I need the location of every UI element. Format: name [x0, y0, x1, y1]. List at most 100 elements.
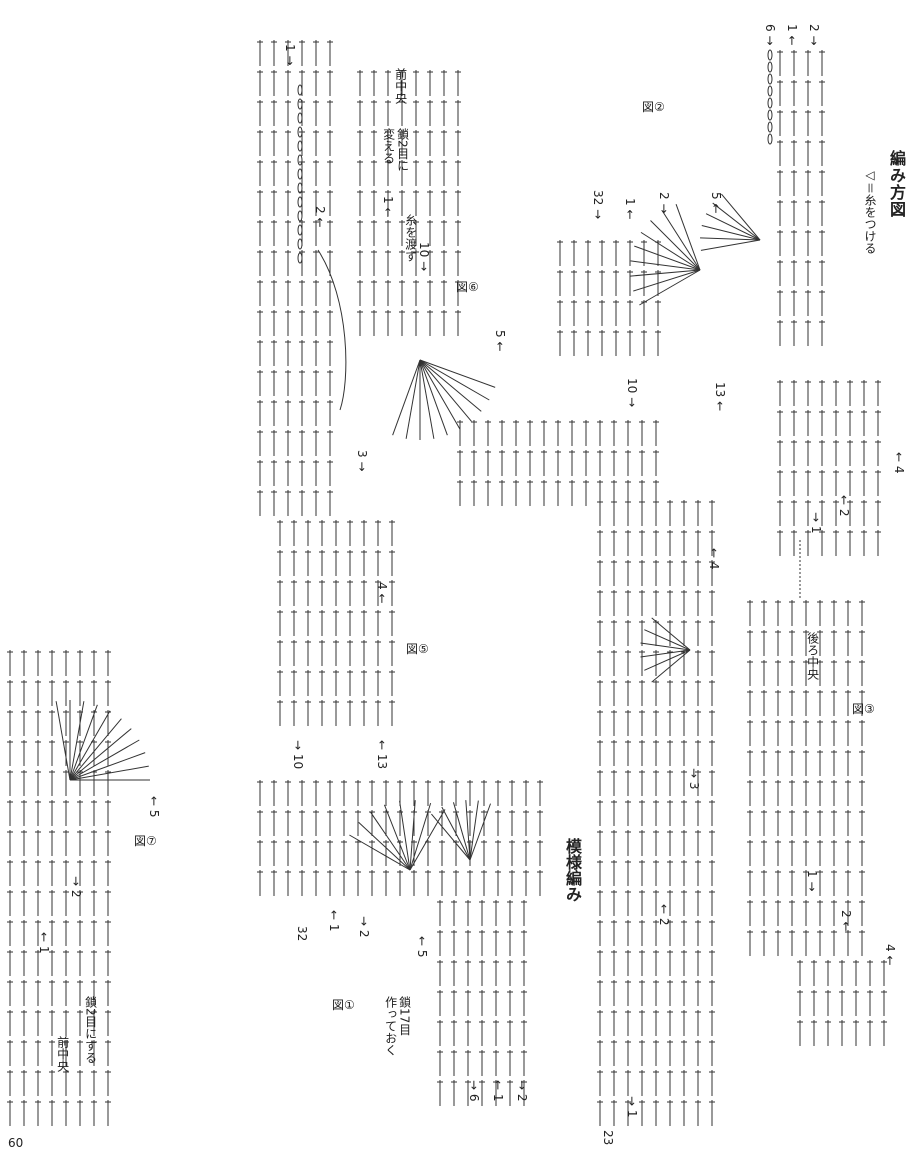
- fan-stitch: [409, 809, 446, 871]
- legend-text: ◁＝糸をつける: [863, 168, 877, 255]
- row-number-marker: 5 ←: [709, 192, 723, 214]
- note-make-ahead: 作っておく: [383, 996, 398, 1056]
- note-change-to-chain2: 鎖2目に: [395, 128, 410, 172]
- fan-stitch: [452, 802, 471, 861]
- chain-stitch: [767, 73, 773, 85]
- chain-stitch: [297, 140, 303, 152]
- fan-stitch: [651, 649, 691, 683]
- row-number-marker: ← 1: [491, 1080, 505, 1102]
- row-number-marker: → 2: [357, 916, 371, 938]
- fan-stitch: [712, 202, 761, 241]
- row-number-marker: → 6: [467, 1080, 481, 1102]
- fan-stitch: [630, 269, 701, 277]
- fan-stitch: [349, 834, 411, 871]
- fan-stitch: [69, 701, 85, 781]
- chain-stitch: [297, 126, 303, 138]
- chain-stitch: [297, 224, 303, 236]
- row-number-marker: 10 →: [625, 378, 639, 407]
- figure-label-7: 図⑦: [134, 834, 157, 848]
- fan-stitch: [661, 210, 701, 271]
- row-number-marker: ← 5: [147, 796, 161, 818]
- fan-stitch: [405, 359, 421, 439]
- fan-stitch: [358, 822, 411, 871]
- fan-stitch: [69, 728, 132, 781]
- figure-label-5: 図⑤: [406, 642, 429, 656]
- chain-stitch: [297, 168, 303, 180]
- row-number-marker: → 3: [687, 768, 701, 790]
- chain-stitch: [297, 252, 303, 264]
- fan-stitch: [431, 813, 471, 861]
- fan-stitch: [675, 204, 701, 271]
- fan-stitch: [69, 718, 122, 781]
- row-number-marker: ← 4: [707, 548, 721, 570]
- page-number: 60: [8, 1136, 24, 1150]
- chain-stitch: [297, 98, 303, 110]
- chain-stitch: [767, 121, 773, 133]
- row-number-marker: 1 →: [805, 870, 819, 892]
- fan-stitch: [721, 193, 761, 241]
- row-number-marker: ← 2: [837, 495, 851, 517]
- fan-stitch: [469, 800, 479, 861]
- row-number-marker: ← 4: [892, 452, 906, 474]
- note-back-center: 後ろ中央: [805, 632, 820, 680]
- row-number-marker: ← 13: [375, 740, 389, 769]
- row-number-marker: → 2: [515, 1080, 529, 1102]
- fan-stitch: [392, 359, 421, 436]
- row-number-marker: 1 ←: [623, 198, 637, 220]
- fan-stitch: [650, 220, 701, 271]
- chain-stitch: [767, 109, 773, 121]
- page-title: 編み方図: [887, 150, 906, 218]
- row-number-marker: 4 ←: [375, 582, 389, 604]
- fan-stitch: [69, 710, 111, 781]
- row-number-marker: 13 ←: [713, 382, 727, 411]
- note-change: 変える: [381, 128, 396, 164]
- chain-stitch: [297, 210, 303, 222]
- turn-arc: [317, 249, 347, 411]
- figure-label-1: 図①: [332, 998, 355, 1012]
- row-number-marker: 1 ←: [785, 24, 799, 46]
- note-chain-17: 鎖17目: [397, 996, 412, 1036]
- row-number-marker: 23: [601, 1130, 615, 1145]
- note-front-center-7: 前中央: [55, 1036, 70, 1072]
- chain-stitch: [297, 154, 303, 166]
- chain-stitch: [297, 196, 303, 208]
- fan-stitch: [409, 802, 432, 871]
- row-number-marker: 2 →: [807, 24, 821, 46]
- row-number-marker: ← 2: [657, 904, 671, 926]
- chain-stitch: [767, 61, 773, 73]
- row-number-marker: 5 ←: [493, 330, 507, 352]
- fan-stitch: [419, 359, 461, 430]
- chain-stitch: [297, 84, 303, 96]
- row-number-marker: 6 →: [763, 24, 777, 46]
- fan-stitch: [639, 269, 701, 306]
- fan-stitch: [633, 269, 701, 292]
- row-number-marker: ← 1: [37, 932, 51, 954]
- fan-stitch: [630, 260, 701, 271]
- fan-stitch: [69, 765, 149, 781]
- chain-stitch: [297, 238, 303, 250]
- chain-stitch: [297, 112, 303, 124]
- fan-stitch: [469, 803, 491, 861]
- fan-stitch: [419, 359, 496, 388]
- chain-stitch: [767, 85, 773, 97]
- row-number-marker: 3 →: [355, 450, 369, 472]
- row-number-marker: 1 ←: [381, 196, 395, 218]
- fan-stitch: [640, 649, 691, 658]
- row-number-marker: → 1: [625, 1096, 639, 1118]
- fan-stitch: [640, 642, 691, 651]
- figure-label-2: 図②: [642, 100, 665, 114]
- fan-stitch: [634, 245, 701, 271]
- row-number-marker: → 1: [809, 512, 823, 534]
- row-number-marker: 32: [295, 926, 309, 941]
- row-number-marker: → 10: [291, 740, 305, 769]
- row-number-marker: ← 1: [327, 910, 341, 932]
- fan-stitch: [419, 359, 490, 401]
- fan-stitch: [700, 237, 761, 241]
- fan-stitch: [419, 359, 472, 422]
- fan-stitch: [465, 800, 471, 861]
- row-number-marker: 4 ←: [883, 944, 897, 966]
- chain-stitch: [767, 97, 773, 109]
- row-number-marker: → 2: [69, 876, 83, 898]
- fan-stitch: [409, 800, 416, 871]
